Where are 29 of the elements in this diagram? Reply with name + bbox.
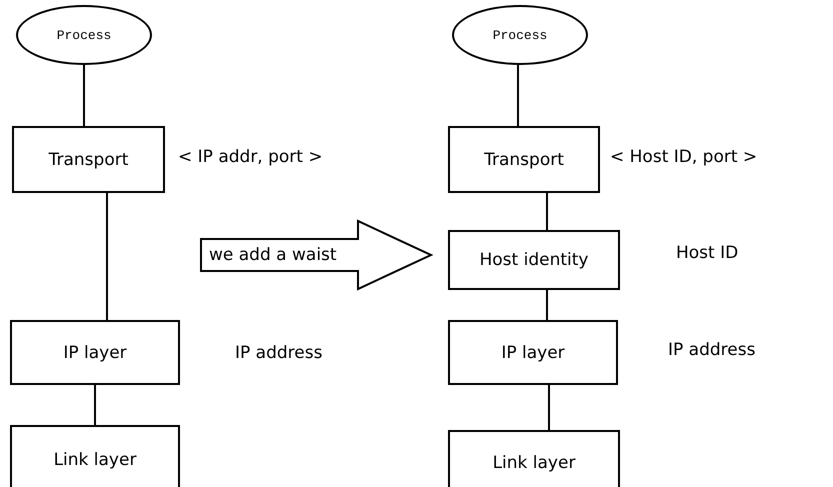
connector-line [106, 193, 108, 320]
address-label: Host ID [676, 243, 738, 263]
layer-box [448, 320, 618, 385]
connector-line [517, 65, 519, 126]
address-label: < IP addr, port > [178, 147, 323, 167]
node-label: Process [492, 28, 548, 42]
node-label: Link layer [492, 452, 576, 472]
layer-box [448, 230, 620, 290]
connector-line [548, 385, 550, 430]
address-label: < Host ID, port > [610, 147, 758, 167]
node-label: Process [56, 28, 112, 42]
layer-box [10, 425, 180, 487]
node-label: Link layer [54, 450, 136, 470]
layer-box [10, 320, 180, 385]
layer-box [448, 126, 600, 193]
connector-line [94, 385, 96, 425]
layer-box [448, 430, 620, 487]
node-label: Transport [48, 150, 128, 170]
node-label: Host identity [480, 250, 588, 270]
node-label: Transport [484, 150, 564, 170]
connector-line [83, 65, 85, 126]
node-label: IP layer [63, 342, 127, 362]
arrow-label: we add a waist [209, 245, 337, 265]
address-label: IP address [668, 340, 756, 360]
connector-line [546, 290, 548, 320]
node-label: IP layer [501, 342, 565, 362]
layer-box [12, 126, 165, 193]
address-label: IP address [235, 343, 322, 363]
connector-line [546, 193, 548, 230]
